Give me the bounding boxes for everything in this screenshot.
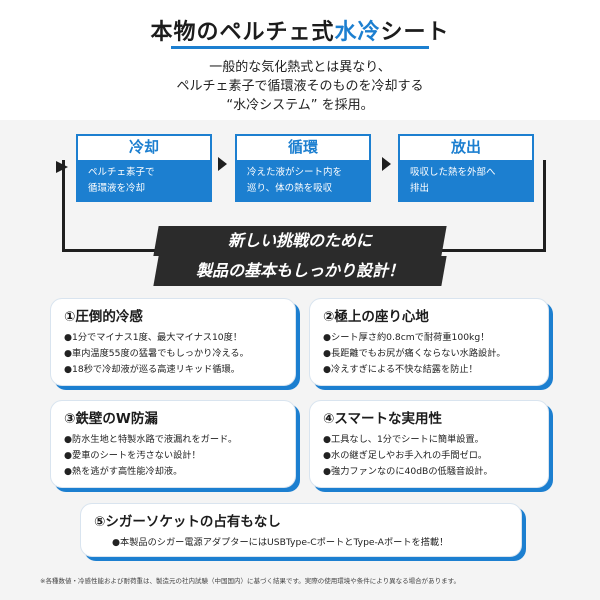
step-description: 冷えた液がシート内を 巡り、体の熱を吸収 xyxy=(237,160,369,202)
card-item: ●車内温度55度の猛暑でもしっかり冷える。 xyxy=(64,348,249,359)
loop-arrow-icon xyxy=(56,161,68,173)
card-title: ②極上の座り心地 xyxy=(323,309,429,325)
subtitle-line: ペルチェ素子で循環液そのものを冷却する xyxy=(176,79,424,94)
step-line: 吸収した熱を外部へ xyxy=(410,167,496,178)
card-item: ●熱を逃がす高性能冷却液。 xyxy=(64,466,183,477)
card-title: ④スマートな実用性 xyxy=(323,411,443,427)
subtitle: 一般的な気化熱式とは異なり、 ペルチェ素子で循環液そのものを冷却する “水冷シス… xyxy=(0,58,600,115)
banner-line-2: 製品の基本もしっかり設計！ xyxy=(153,256,447,286)
subtitle-line: “水冷システム” を採用。 xyxy=(226,98,374,113)
card-item: ●愛車のシートを汚さない設計！ xyxy=(64,450,201,461)
step-line: ペルチェ素子で xyxy=(88,167,155,178)
flow-step-cooling: 冷却 ペルチェ素子で 循環液を冷却 xyxy=(76,134,212,202)
header: 本物のペルチェ式水冷シート 一般的な気化熱式とは異なり、 ペルチェ素子で循環液そ… xyxy=(0,0,600,120)
card-item: ●シート厚さ約0.8cmで耐荷重100kg！ xyxy=(323,332,490,343)
flow-step-circulation: 循環 冷えた液がシート内を 巡り、体の熱を吸収 xyxy=(235,134,371,202)
step-line: 冷えた液がシート内を xyxy=(247,167,343,178)
step-line: 循環液を冷却 xyxy=(88,183,146,194)
step-description: 吸収した熱を外部へ 排出 xyxy=(400,160,532,202)
step-line: 巡り、体の熱を吸収 xyxy=(247,183,333,194)
subtitle-line: 一般的な気化熱式とは異なり、 xyxy=(209,60,391,75)
feature-card-leakproof: ③鉄壁のW防漏 ●防水生地と特製水路で液漏れをガード。 ●愛車のシートを汚さない… xyxy=(50,400,296,488)
main-panel: 冷却 ペルチェ素子で 循環液を冷却 循環 冷えた液がシート内を 巡り、体の熱を吸… xyxy=(0,120,600,600)
banner-text: 新しい挑戦のために xyxy=(227,231,372,250)
flow-step-release: 放出 吸収した熱を外部へ 排出 xyxy=(398,134,534,202)
card-item: ●強力ファンなのに40dBの低騒音設計。 xyxy=(323,466,493,477)
card-item: ●工具なし、1分でシートに簡単設置。 xyxy=(323,434,484,445)
card-title: ①圧倒的冷感 xyxy=(64,309,143,325)
title-underline xyxy=(171,46,429,49)
arrow-right-icon xyxy=(382,157,391,171)
card-item: ●防水生地と特製水路で液漏れをガード。 xyxy=(64,434,238,445)
step-title: 放出 xyxy=(450,138,481,156)
card-title: ⑤シガーソケットの占有もなし xyxy=(94,514,281,530)
step-title: 循環 xyxy=(287,138,318,156)
card-item: ●水の継ぎ足しやお手入れの手間ゼロ。 xyxy=(323,450,488,461)
title-post: シート xyxy=(380,20,450,45)
footnote: ※各種数値・冷感性能および耐荷重は、製造元の社内試験（中国国内）に基づく結果です… xyxy=(40,577,461,585)
page-title: 本物のペルチェ式水冷シート xyxy=(0,14,600,46)
card-item: ●長距離でもお尻が痛くならない水路設計。 xyxy=(323,348,506,359)
feature-card-comfort: ②極上の座り心地 ●シート厚さ約0.8cmで耐荷重100kg！ ●長距離でもお尻… xyxy=(309,298,549,386)
feature-card-practical: ④スマートな実用性 ●工具なし、1分でシートに簡単設置。 ●水の継ぎ足しやお手入… xyxy=(309,400,549,488)
banner-text: 製品の基本もしっかり設計！ xyxy=(195,261,404,280)
card-item: ●本製品のシガー電源アダプターにはUSBType-CポートとType-Aポートを… xyxy=(112,537,449,548)
card-item: ●18秒で冷却液が巡る高速リキッド循環。 xyxy=(64,364,240,375)
arrow-right-icon xyxy=(218,157,227,171)
title-highlight: 水冷 xyxy=(334,20,381,45)
card-item: ●1分でマイナス1度、最大マイナス10度！ xyxy=(64,332,243,343)
feature-card-socket: ⑤シガーソケットの占有もなし ●本製品のシガー電源アダプターにはUSBType-… xyxy=(80,503,522,557)
banner-line-1: 新しい挑戦のために xyxy=(153,226,447,256)
title-pre: 本物のペルチェ式 xyxy=(150,20,335,45)
step-description: ペルチェ素子で 循環液を冷却 xyxy=(78,160,210,202)
feature-card-cooling: ①圧倒的冷感 ●1分でマイナス1度、最大マイナス10度！ ●車内温度55度の猛暑… xyxy=(50,298,296,386)
card-item: ●冷えすぎによる不快な結露を防止！ xyxy=(323,364,478,375)
card-title: ③鉄壁のW防漏 xyxy=(64,411,158,427)
step-line: 排出 xyxy=(410,183,430,194)
step-title: 冷却 xyxy=(128,138,159,156)
